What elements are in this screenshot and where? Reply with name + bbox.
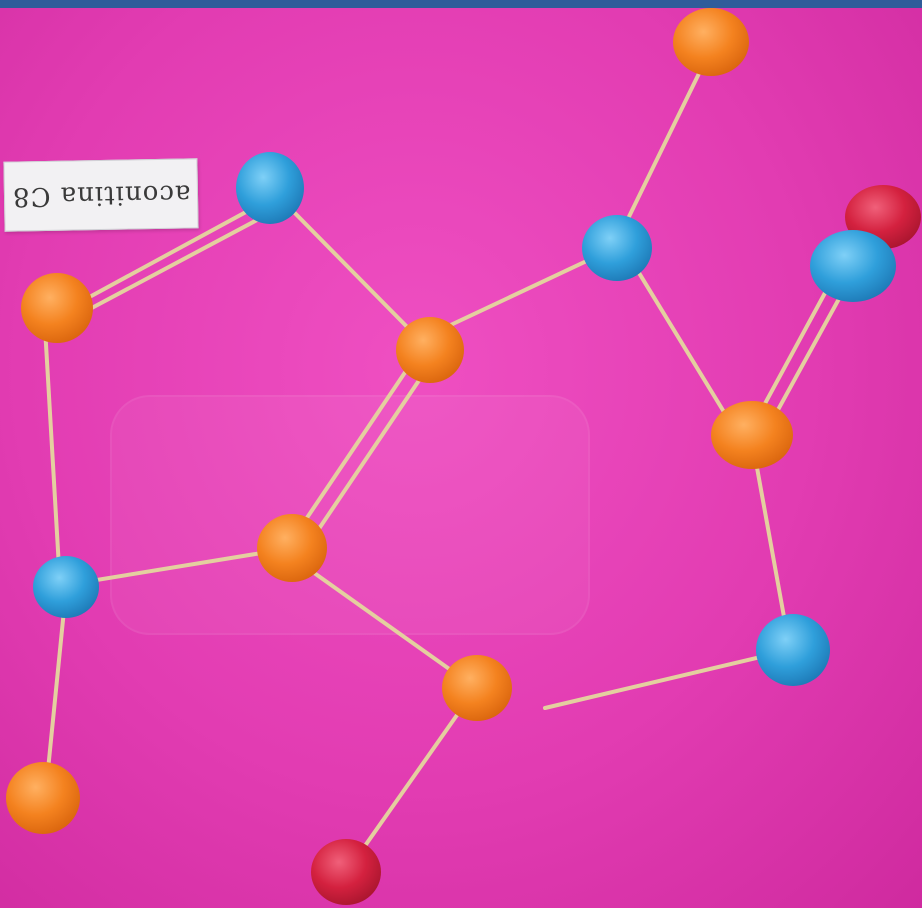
bond-stick — [618, 53, 710, 237]
bond-stick — [304, 368, 428, 550]
bond-stick — [543, 648, 792, 710]
red-atom — [311, 839, 381, 905]
orange-atom — [396, 317, 464, 383]
bond-stick — [294, 558, 478, 690]
bond-stick — [750, 438, 792, 652]
bond-stick — [82, 198, 270, 302]
bond-stick — [346, 686, 478, 872]
bond-stick — [290, 360, 414, 542]
orange-atom — [21, 273, 93, 343]
blue-atom — [236, 152, 304, 224]
blue-atom — [810, 230, 896, 302]
blue-atom — [33, 556, 99, 618]
blue-atom — [582, 215, 652, 281]
bond-stick — [44, 588, 68, 792]
bond-stick — [42, 308, 62, 587]
bond-stick — [86, 210, 274, 312]
orange-atom — [711, 401, 793, 469]
tray-inner-panel — [110, 395, 590, 635]
blue-atom — [756, 614, 830, 686]
top-edge-bar — [0, 0, 922, 8]
bond-stick — [766, 284, 848, 430]
bond-stick — [64, 546, 294, 587]
orange-atom — [673, 8, 749, 76]
atom-balls — [6, 8, 921, 905]
bond-sticks — [42, 53, 882, 872]
bond-stick — [753, 278, 834, 424]
bond-stick — [623, 248, 737, 432]
orange-atom — [257, 514, 327, 582]
orange-atom — [6, 762, 80, 834]
orange-atom — [442, 655, 512, 721]
bond-stick — [438, 248, 612, 332]
bond-stick — [280, 198, 422, 342]
